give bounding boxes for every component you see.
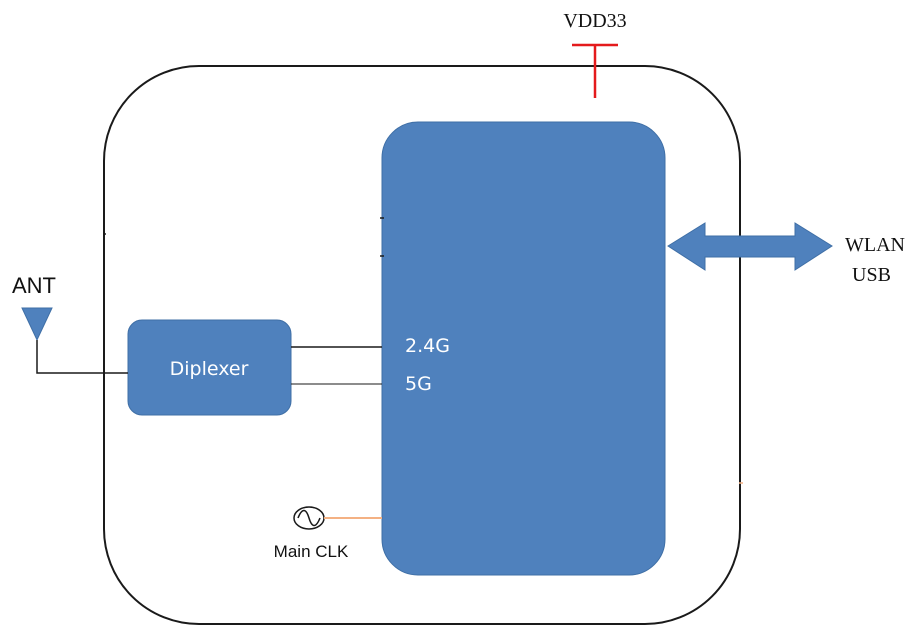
ant-label: ANT <box>12 273 56 298</box>
diplexer-label: Diplexer <box>170 358 249 380</box>
vdd-label: VDD33 <box>563 10 626 32</box>
diplexer-block <box>127 319 292 416</box>
band-5g-label: 5G <box>405 373 432 395</box>
module-outline <box>103 65 741 625</box>
sine-oscillator-icon <box>293 506 325 530</box>
wlan-label: WLAN <box>845 234 905 256</box>
usb-label: USB <box>852 264 891 286</box>
clk-label: Main CLK <box>274 542 349 561</box>
double-arrow-icon <box>667 222 833 271</box>
antenna-triangle-icon <box>21 307 53 342</box>
band-24g-label: 2.4G <box>405 335 450 357</box>
power-supply-symbol: VDD33 <box>563 10 627 98</box>
wifi-chip-block <box>381 121 666 576</box>
antenna-feed-line <box>36 340 128 374</box>
